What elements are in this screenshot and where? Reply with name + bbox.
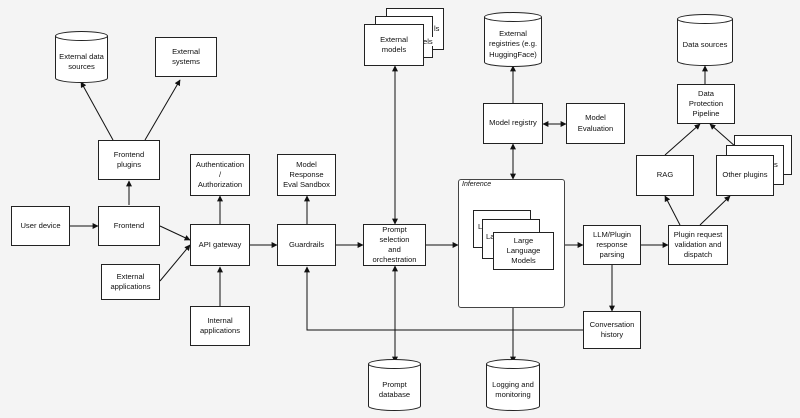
external-systems-label: External systems [172, 46, 200, 66]
user-device-node: User device [11, 206, 70, 246]
inference-label: Inference [462, 181, 492, 188]
user-device-label: User device [20, 220, 61, 230]
frontend-plugins-node: Frontend plugins [98, 140, 160, 180]
model-response-sandbox-node: Model Response Eval Sandbox [277, 154, 336, 196]
large-language-models-label: Large Language Models [506, 235, 541, 266]
conversation-history-node: Conversation history [583, 311, 641, 349]
edge-plugin-rag [664, 195, 681, 226]
prompt-selection-label: Prompt selection and orchestration [372, 224, 417, 265]
external-models-back-label-2: els [423, 37, 433, 46]
llm-plugin-parsing-node: LLM/Plugin response parsing [583, 225, 641, 265]
external-models-back-label-1: ls [434, 24, 440, 33]
data-protection-label: Data Protection Pipeline [688, 88, 724, 119]
logging-monitoring-label: Logging and monitoring [492, 379, 534, 399]
edge-frontend-gateway [159, 225, 191, 241]
data-sources-label: Data sources [682, 39, 728, 49]
external-data-sources-label: External data sources [59, 51, 104, 71]
edge-plugin-other [699, 195, 731, 226]
model-response-sandbox-label: Model Response Eval Sandbox [283, 159, 330, 190]
data-protection-node: Data Protection Pipeline [677, 84, 735, 124]
other-plugins-back-label: s [774, 160, 778, 169]
prompt-database-db: Prompt database [368, 359, 421, 411]
external-data-sources-db: External data sources [55, 31, 108, 83]
prompt-database-label: Prompt database [378, 379, 411, 399]
authentication-label: Authentication / Authorization [195, 159, 245, 190]
frontend-label: Frontend [113, 220, 145, 230]
guardrails-label: Guardrails [288, 239, 325, 249]
api-gateway-node: API gateway [190, 224, 250, 266]
llm-back-label-1: L [478, 222, 483, 231]
rag-node: RAG [636, 155, 694, 196]
llm-back-label-2: La [486, 232, 495, 241]
api-gateway-label: API gateway [198, 239, 242, 249]
plugin-request-node: Plugin request validation and dispatch [668, 225, 728, 265]
plugin-request-label: Plugin request validation and dispatch [673, 229, 723, 260]
llm-plugin-parsing-label: LLM/Plugin response parsing [593, 229, 631, 260]
model-evaluation-node: Model Evaluation [566, 103, 625, 144]
edge-plugins-extsys [144, 79, 181, 141]
logging-monitoring-db: Logging and monitoring [486, 359, 540, 411]
external-registries-db: External registries (e.g. HuggingFace) [484, 12, 542, 67]
authentication-node: Authentication / Authorization [190, 154, 250, 196]
large-language-models-node: Large Language Models [493, 232, 554, 270]
external-applications-label: External applications [110, 271, 151, 291]
external-systems-node: External systems [155, 37, 217, 77]
guardrails-node: Guardrails [277, 224, 336, 266]
external-applications-node: External applications [101, 264, 160, 300]
edge-history-guardrails [304, 266, 583, 331]
edge-rag-dpp [664, 123, 701, 156]
prompt-selection-node: Prompt selection and orchestration [363, 224, 426, 266]
model-registry-node: Model registry [483, 103, 543, 144]
model-registry-label: Model registry [489, 118, 537, 128]
external-models-label: External models [380, 34, 408, 54]
edge-extapps-gateway [159, 244, 191, 282]
data-sources-db: Data sources [677, 14, 733, 66]
internal-applications-label: Internal applications [199, 315, 241, 335]
frontend-plugins-label: Frontend plugins [113, 149, 145, 169]
external-registries-label: External registries (e.g. HuggingFace) [488, 29, 538, 59]
model-evaluation-label: Model Evaluation [577, 113, 614, 133]
internal-applications-node: Internal applications [190, 306, 250, 346]
frontend-node: Frontend [98, 206, 160, 246]
other-plugins-label: Other plugins [722, 170, 768, 180]
rag-label: RAG [656, 170, 674, 180]
conversation-history-label: Conversation history [589, 319, 635, 339]
edge-plugins-extdata [80, 81, 114, 141]
external-models-node: External models [364, 24, 424, 66]
other-plugins-node: Other plugins [716, 155, 774, 196]
